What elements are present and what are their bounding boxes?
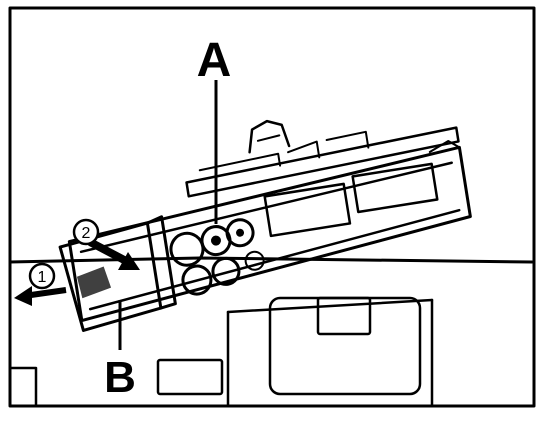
drawer-handle xyxy=(248,119,291,154)
arrow-step-1 xyxy=(14,286,67,306)
body-slot-right xyxy=(316,296,372,336)
callout-label-b: B xyxy=(104,353,136,402)
toner-drawer xyxy=(58,119,472,332)
step-2-marker: 2 xyxy=(72,218,100,246)
callout-label-a: A xyxy=(197,34,232,87)
step-1-marker: 1 xyxy=(28,262,56,290)
step-1-number: 1 xyxy=(38,269,47,286)
body-slot-left xyxy=(156,358,224,396)
diagram-frame xyxy=(8,6,536,408)
step-2-number: 2 xyxy=(82,225,91,242)
arrow-step-2 xyxy=(88,238,140,270)
toner-cartridge xyxy=(169,218,265,296)
